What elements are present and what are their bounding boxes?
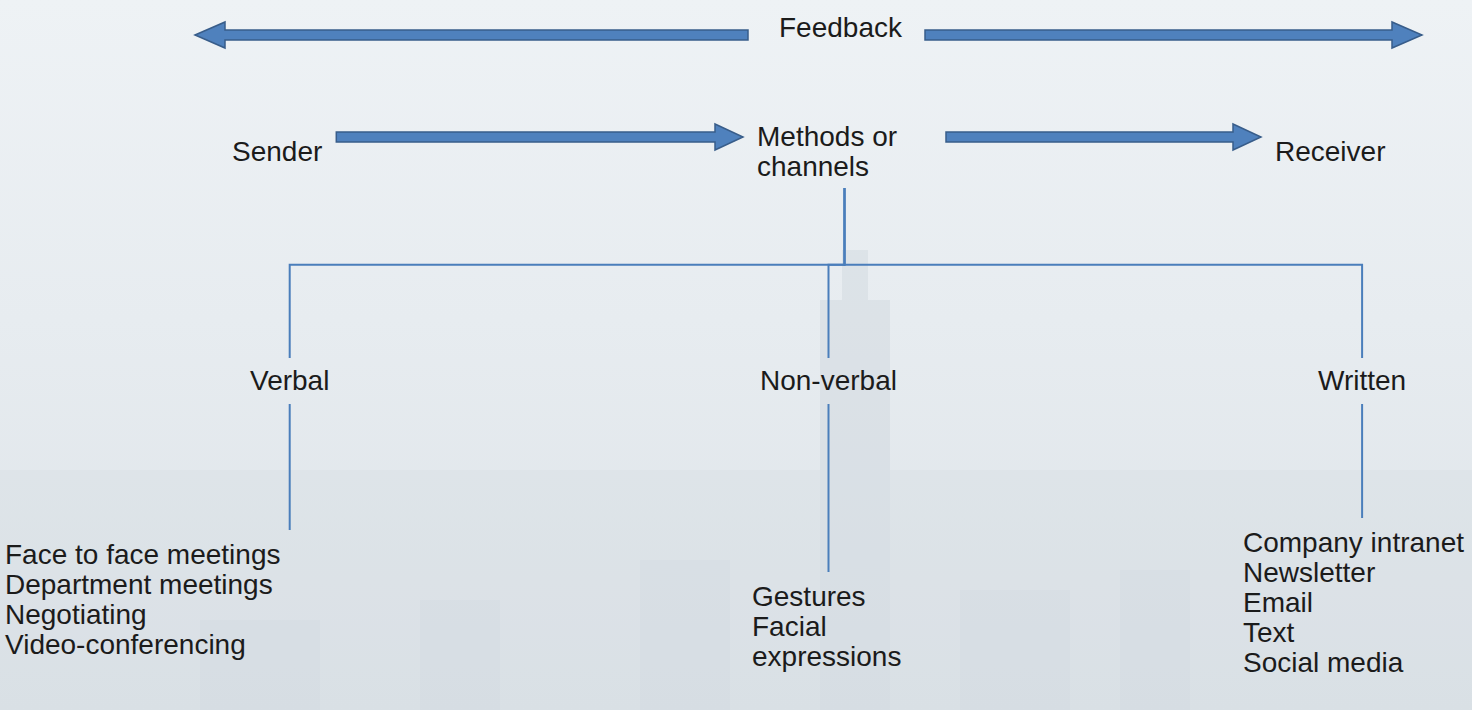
tree-connector — [1361, 404, 1363, 518]
block-arrow — [336, 124, 743, 150]
channel-label: Methods or channels — [757, 122, 932, 182]
block-arrow — [946, 124, 1261, 150]
node-text: Methods or channels — [757, 122, 932, 182]
method-list: Company intranetNewsletterEmailTextSocia… — [1243, 528, 1464, 678]
node-text: Face to face meetings — [5, 540, 280, 570]
method-list: GesturesFacial expressions — [752, 582, 912, 672]
node-text: Email — [1243, 588, 1464, 618]
node-text: Newsletter — [1243, 558, 1464, 588]
feedback-arrow-left — [195, 22, 748, 48]
tree-connector — [829, 188, 845, 358]
tree-connector — [290, 188, 845, 358]
sender-label: Sender — [232, 137, 322, 167]
node-text: Company intranet — [1243, 528, 1464, 558]
feedback-arrow-right — [925, 22, 1422, 48]
node-text: Non-verbal — [760, 366, 897, 396]
tree-connector — [828, 404, 830, 572]
node-text: Verbal — [250, 366, 329, 396]
category-label: Verbal — [250, 366, 329, 396]
category-label: Non-verbal — [760, 366, 897, 396]
node-text: Department meetings — [5, 570, 280, 600]
node-text: Social media — [1243, 648, 1464, 678]
node-text: Written — [1318, 366, 1406, 396]
tree-connector — [289, 404, 291, 530]
node-text: Video-conferencing — [5, 630, 280, 660]
city-silhouette — [0, 250, 1472, 710]
node-text: Gestures — [752, 582, 912, 612]
node-text: Text — [1243, 618, 1464, 648]
category-label: Written — [1318, 366, 1406, 396]
node-text: Facial expressions — [752, 612, 912, 672]
node-text: Negotiating — [5, 600, 280, 630]
node-text: Receiver — [1275, 137, 1385, 167]
node-text: Sender — [232, 137, 322, 167]
tree-connector — [845, 188, 1363, 358]
method-list: Face to face meetingsDepartment meetings… — [5, 540, 280, 660]
receiver-label: Receiver — [1275, 137, 1385, 167]
feedback-label: Feedback — [779, 12, 902, 44]
